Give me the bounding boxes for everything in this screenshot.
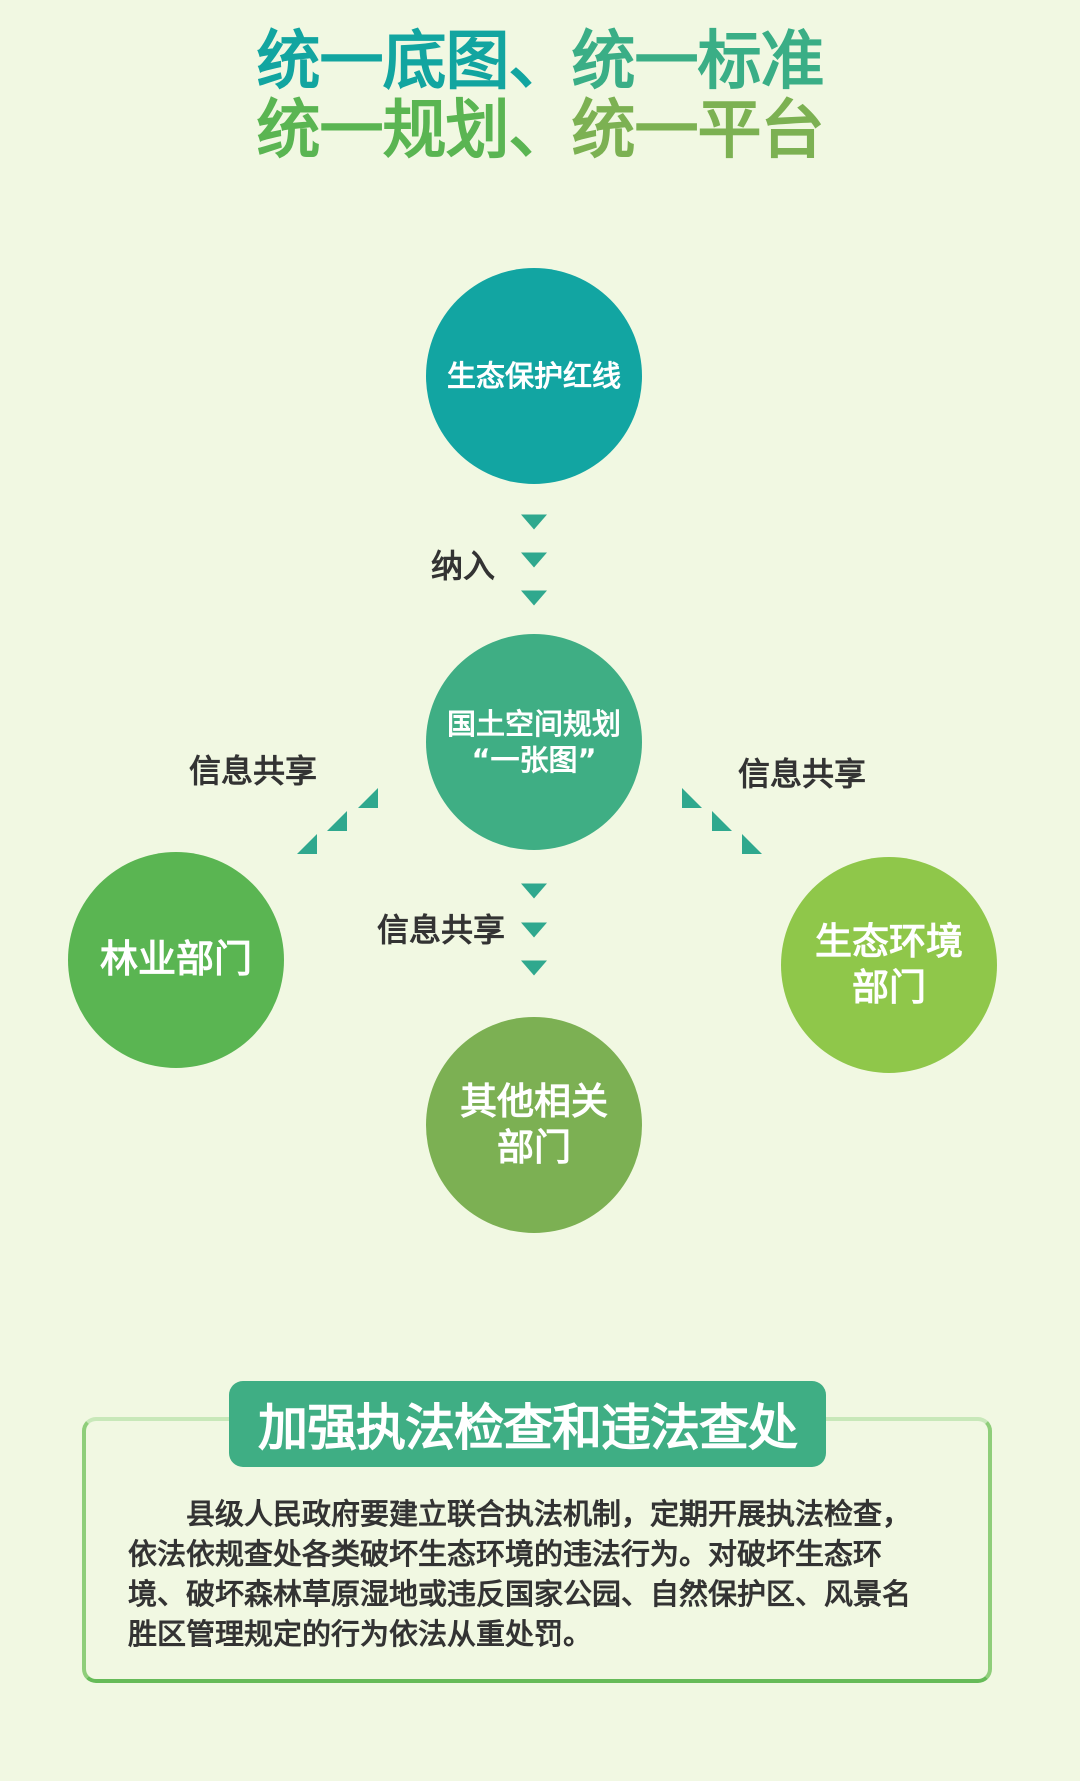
node-label: 生态环境: [815, 919, 963, 963]
arrow-up-right-icon: [358, 788, 378, 808]
node-forestry-department: 林业部门: [68, 852, 284, 1068]
node-label: 部门: [852, 966, 926, 1009]
arrow-up-left-icon: [682, 788, 702, 808]
node-ecological-red-line: 生态保护红线: [426, 268, 642, 484]
node-label: 生态保护红线: [446, 358, 621, 393]
body-line: 县级人民政府要建立联合执法机制，定期开展执法检查，: [186, 1497, 912, 1531]
arrow-up-left-icon: [712, 811, 732, 831]
arrow-down-icon: [521, 552, 547, 568]
node-territorial-plan-one-map: 国土空间规划 “一张图”: [426, 634, 642, 850]
arrow-up-left-icon: [742, 834, 762, 854]
title-line-2: 统一规划、统一平台: [0, 99, 1080, 163]
node-label: 其他相关: [460, 1079, 608, 1123]
arrow-up-right-icon: [327, 811, 347, 831]
title-part: 统一规划、: [256, 94, 573, 168]
section-heading: 加强执法检查和违法查处: [229, 1381, 826, 1467]
body-line: 依法依规查处各类破坏生态环境的违法行为。对破坏生态环: [128, 1537, 883, 1571]
share-left-label: 信息共享: [188, 752, 318, 790]
title-part: 统一底图、: [256, 25, 573, 99]
arrow-down-icon: [521, 883, 547, 899]
node-label: 国土空间规划: [446, 706, 621, 741]
title-part: 统一标准: [571, 25, 825, 99]
arrow-down-icon: [521, 922, 547, 938]
node-label: “一张图”: [471, 743, 597, 777]
section-body: 县级人民政府要建立联合执法机制，定期开展执法检查， 依法依规查处各类破坏生态环境…: [128, 1494, 958, 1654]
node-label: 部门: [497, 1126, 571, 1169]
arrow-down-icon: [521, 514, 547, 530]
body-line: 胜区管理规定的行为依法从重处罚。: [128, 1617, 593, 1651]
share-right-label: 信息共享: [737, 755, 867, 793]
arrow-down-icon: [521, 590, 547, 606]
title-part: 统一平台: [571, 94, 825, 168]
title-line-1: 统一底图、统一标准: [0, 30, 1080, 94]
node-other-departments: 其他相关 部门: [426, 1017, 642, 1233]
node-label: 林业部门: [99, 937, 252, 982]
arrow-down-icon: [521, 960, 547, 976]
include-label: 纳入: [430, 547, 496, 585]
node-ecological-environment-department: 生态环境 部门: [781, 857, 997, 1073]
arrow-up-right-icon: [297, 834, 317, 854]
body-line: 境、破坏森林草原湿地或违反国家公园、自然保护区、风景名: [128, 1577, 912, 1611]
share-down-label: 信息共享: [376, 911, 506, 949]
